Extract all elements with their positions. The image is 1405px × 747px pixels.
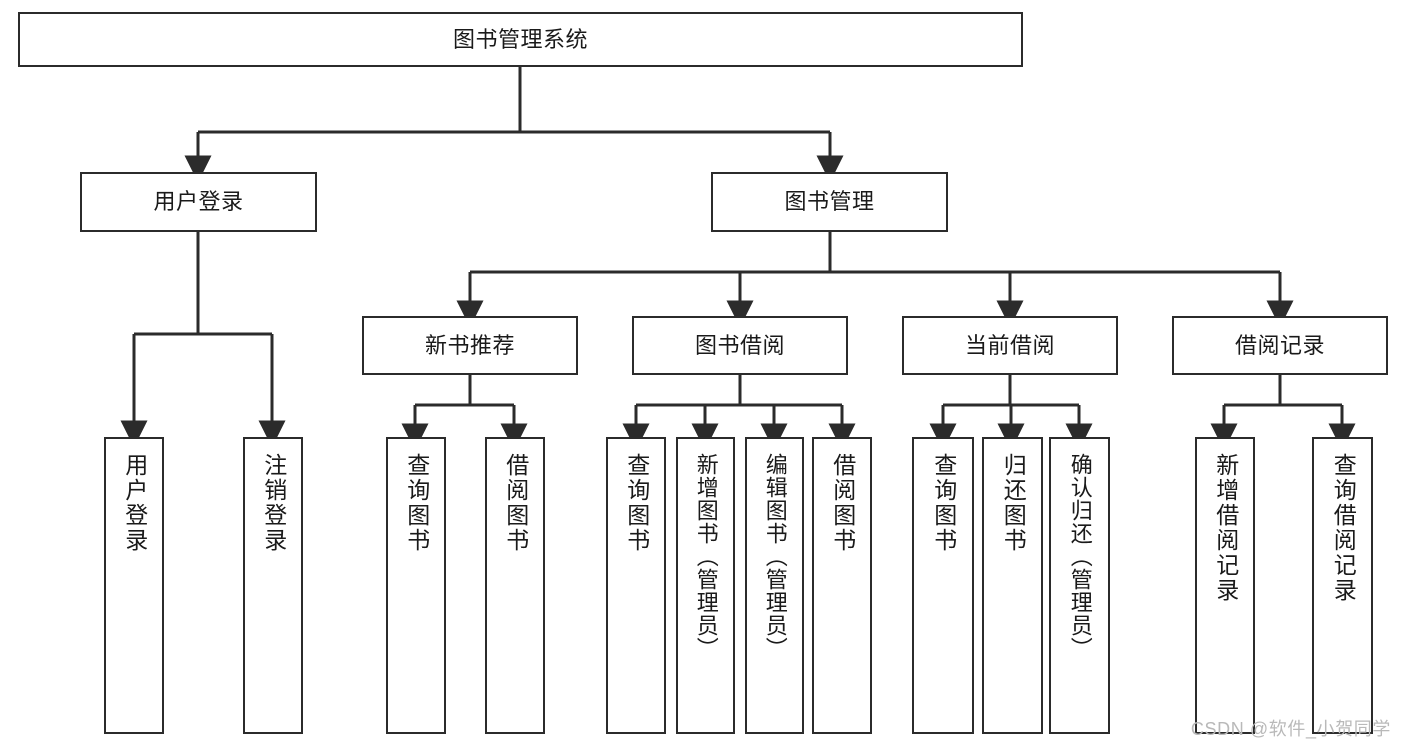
node-leaf-logout[interactable]: 注销登录 <box>243 437 303 734</box>
node-borrow-record[interactable]: 借阅记录 <box>1172 316 1388 375</box>
node-label: 归还图书 <box>1000 453 1027 553</box>
node-leaf-query-book-1[interactable]: 查询图书 <box>386 437 446 734</box>
node-label: 查询图书 <box>403 453 430 553</box>
csdn-watermark: CSDN @软件_小贺同学 <box>1190 719 1391 739</box>
node-book-borrow[interactable]: 图书借阅 <box>632 316 848 375</box>
node-leaf-user-login[interactable]: 用户登录 <box>104 437 164 734</box>
node-label: 查询借阅记录 <box>1330 453 1357 603</box>
node-label: 借阅图书 <box>502 453 529 553</box>
node-label: 图书借阅 <box>694 332 785 358</box>
node-leaf-add-record[interactable]: 新增借阅记录 <box>1195 437 1255 734</box>
node-label: 确认归还（管理员） <box>1067 453 1093 660</box>
node-current-borrow[interactable]: 当前借阅 <box>902 316 1118 375</box>
node-label: 借阅图书 <box>829 453 856 553</box>
node-leaf-query-book-2[interactable]: 查询图书 <box>606 437 666 734</box>
node-leaf-add-book[interactable]: 新增图书（管理员） <box>676 437 735 734</box>
node-user-login[interactable]: 用户登录 <box>80 172 317 232</box>
node-label: 新增借阅记录 <box>1212 453 1239 603</box>
node-label: 当前借阅 <box>964 332 1055 358</box>
node-label: 查询图书 <box>623 453 650 553</box>
node-label: 图书管理 <box>784 189 875 215</box>
node-label: 新增图书（管理员） <box>693 453 719 660</box>
node-leaf-return-book[interactable]: 归还图书 <box>982 437 1043 734</box>
node-label: 图书管理系统 <box>452 26 588 52</box>
node-leaf-query-record[interactable]: 查询借阅记录 <box>1312 437 1373 734</box>
node-root-system[interactable]: 图书管理系统 <box>18 12 1023 67</box>
node-leaf-query-book-3[interactable]: 查询图书 <box>912 437 974 734</box>
node-book-manage[interactable]: 图书管理 <box>711 172 948 232</box>
node-leaf-borrow-book-2[interactable]: 借阅图书 <box>812 437 872 734</box>
node-label: 编辑图书（管理员） <box>762 453 788 660</box>
node-label: 用户登录 <box>153 189 244 215</box>
node-label: 新书推荐 <box>424 332 515 358</box>
node-new-book-recommend[interactable]: 新书推荐 <box>362 316 578 375</box>
node-leaf-confirm-return[interactable]: 确认归还（管理员） <box>1049 437 1110 734</box>
node-leaf-borrow-book-1[interactable]: 借阅图书 <box>485 437 545 734</box>
node-label: 用户登录 <box>121 453 148 553</box>
node-label: 借阅记录 <box>1234 332 1325 358</box>
node-label: 查询图书 <box>930 453 957 553</box>
node-leaf-edit-book[interactable]: 编辑图书（管理员） <box>745 437 804 734</box>
node-label: 注销登录 <box>260 453 287 553</box>
